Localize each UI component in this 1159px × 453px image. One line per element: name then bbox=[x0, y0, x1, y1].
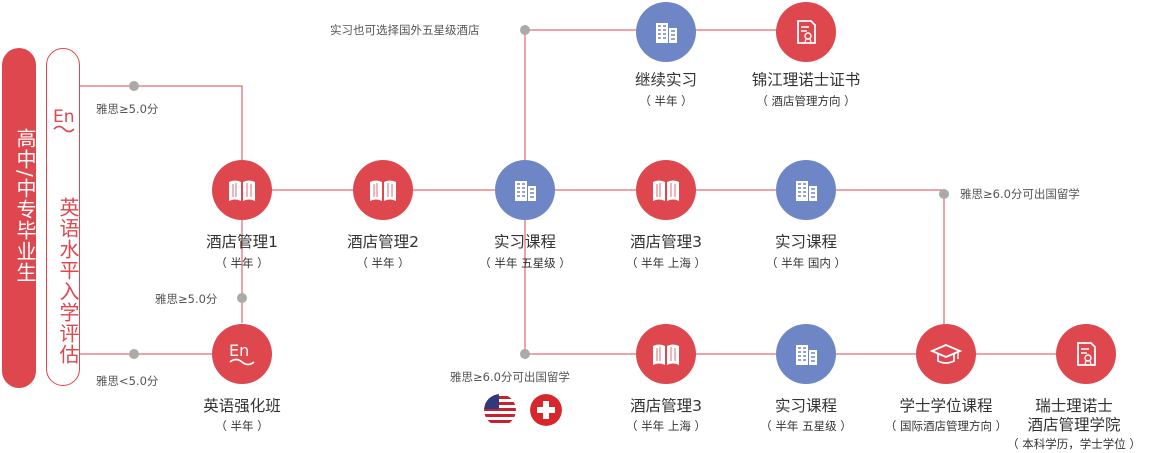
swiss-flag-icon bbox=[530, 394, 562, 426]
node-hotel-management-1 bbox=[212, 160, 272, 220]
eval-label: 英语水平入学评估 bbox=[56, 197, 80, 365]
building-icon bbox=[515, 181, 536, 201]
jinjiang-title: 锦江理诺士证书 bbox=[751, 71, 861, 89]
intern-bot-sub: （ 半年 五星级 ） bbox=[760, 419, 852, 433]
graduation-cap-icon bbox=[929, 344, 963, 364]
english-evaluation-box: En 英语水平入学评估 bbox=[46, 48, 80, 386]
swiss-sub: （ 本科学历，学士学位 ） bbox=[1007, 437, 1141, 451]
cont-intern-title: 继续实习 bbox=[634, 71, 697, 89]
node-swiss-les-roches bbox=[1056, 324, 1116, 384]
path-dot bbox=[520, 25, 530, 35]
english-sub: （ 半年 ） bbox=[215, 419, 269, 433]
note-overseas-hotel: 实习也可选择国外五星级酒店 bbox=[330, 23, 480, 37]
hm3-mid-title: 酒店管理3 bbox=[630, 233, 702, 251]
note-ielts-ge5-mid: 雅思≥5.0分 bbox=[155, 292, 218, 306]
en-logo-icon: En bbox=[53, 107, 75, 133]
en-logo-icon: En bbox=[229, 341, 255, 366]
note-ielts-ge6-bottom: 雅思≥6.0分可出国留学 bbox=[450, 370, 570, 384]
note-ielts-lt5: 雅思<5.0分 bbox=[96, 374, 159, 388]
hm1-title: 酒店管理1 bbox=[206, 233, 278, 251]
open-book-icon bbox=[229, 180, 255, 201]
certificate-icon bbox=[797, 20, 816, 44]
svg-text:En: En bbox=[229, 341, 249, 360]
intern1-sub: （ 半年 五星级 ） bbox=[479, 256, 571, 270]
hm2-title: 酒店管理2 bbox=[347, 233, 419, 251]
start-label: 高中/中专毕业生 bbox=[13, 128, 37, 283]
open-book-icon bbox=[370, 180, 396, 201]
bachelor-title: 学士学位课程 bbox=[899, 397, 993, 415]
swiss-title: 瑞士理诺士 bbox=[1035, 397, 1113, 415]
node-jinjiang-certificate bbox=[776, 2, 836, 62]
path-dot bbox=[129, 81, 139, 91]
building-icon bbox=[656, 23, 677, 43]
node-hotel-management-3-bottom bbox=[636, 324, 696, 384]
open-book-icon bbox=[653, 344, 679, 365]
eval-logo-text: En bbox=[53, 107, 75, 127]
intern-dom-title: 实习课程 bbox=[774, 233, 837, 251]
node-hotel-management-2 bbox=[353, 160, 413, 220]
certificate-icon bbox=[1077, 342, 1096, 366]
note-ielts-ge5-top: 雅思≥5.0分 bbox=[96, 102, 159, 116]
open-book-icon bbox=[653, 180, 679, 201]
swiss-title-2: 酒店管理学院 bbox=[1027, 416, 1121, 434]
node-english-intensive: En bbox=[212, 324, 272, 384]
path-dot bbox=[520, 349, 530, 359]
path-dot bbox=[129, 349, 139, 359]
start-bar: 高中/中专毕业生 bbox=[2, 48, 37, 388]
cont-intern-sub: （ 半年 ） bbox=[639, 94, 693, 108]
node-internship-domestic bbox=[776, 160, 836, 220]
hm1-sub: （ 半年 ） bbox=[215, 256, 269, 270]
node-internship-five-star bbox=[495, 160, 555, 220]
node-internship-bottom bbox=[776, 324, 836, 384]
node-continued-internship bbox=[636, 2, 696, 62]
path-dot bbox=[237, 293, 247, 303]
node-bachelor-degree bbox=[916, 324, 976, 384]
hm3-bot-sub: （ 半年 上海 ） bbox=[626, 419, 706, 433]
us-flag-icon bbox=[484, 394, 516, 426]
node-hotel-management-3-mid bbox=[636, 160, 696, 220]
hm2-sub: （ 半年 ） bbox=[356, 256, 410, 270]
jinjiang-sub: （ 酒店管理方向 ） bbox=[756, 94, 856, 108]
path-dot bbox=[939, 189, 949, 199]
intern1-title: 实习课程 bbox=[493, 233, 556, 251]
note-ielts-ge6-right: 雅思≥6.0分可出国留学 bbox=[960, 187, 1080, 201]
bachelor-sub: （ 国际酒店管理方向 ） bbox=[884, 419, 1008, 433]
intern-dom-sub: （ 半年 国内 ） bbox=[766, 256, 846, 270]
building-icon bbox=[796, 345, 817, 365]
building-icon bbox=[796, 181, 817, 201]
hm3-mid-sub: （ 半年 上海 ） bbox=[626, 256, 706, 270]
intern-bot-title: 实习课程 bbox=[774, 397, 837, 415]
hm3-bot-title: 酒店管理3 bbox=[630, 397, 702, 415]
english-title: 英语强化班 bbox=[203, 397, 281, 415]
